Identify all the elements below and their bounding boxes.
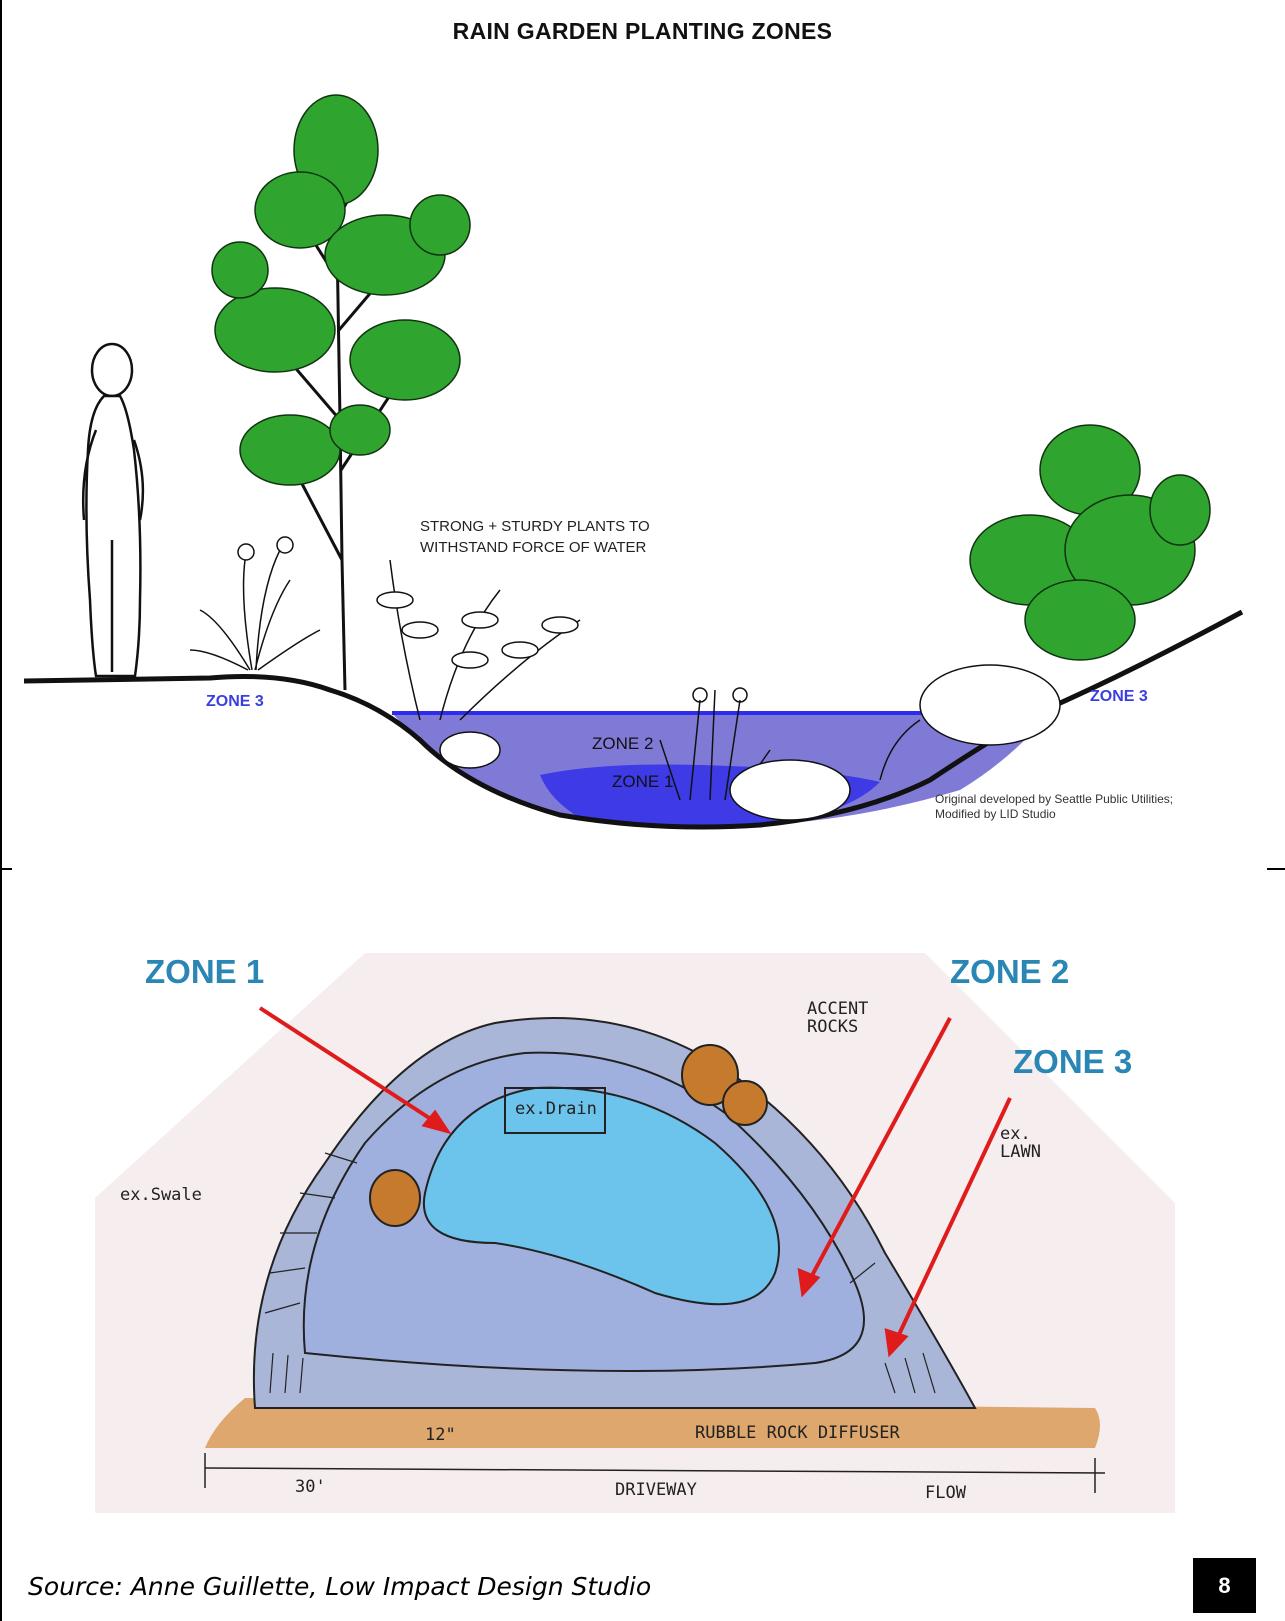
plan-view-sketch: ZONE 1 ZONE 2 ZONE 3 ACCENT ROCKS ex.Dra…: [95, 953, 1175, 1513]
width-label: 30': [295, 1477, 326, 1497]
accent-rocks-label: ACCENT ROCKS: [807, 1000, 868, 1036]
zone3-left-label: ZONE 3: [206, 693, 264, 711]
zone2-label: ZONE 2: [592, 734, 653, 754]
zone3-right-label: ZONE 3: [1090, 688, 1148, 706]
lawn-line-1: ex.: [1000, 1125, 1041, 1143]
credit-line-1: Original developed by Seattle Public Uti…: [935, 792, 1173, 807]
lawn-label: ex. LAWN: [1000, 1125, 1041, 1161]
note-line-1: STRONG + STURDY PLANTS TO: [420, 516, 650, 537]
left-grass-plants: [190, 537, 320, 670]
accent-rocks-line-1: ACCENT: [807, 1000, 868, 1018]
person-figure: [83, 344, 143, 676]
zone1-label: ZONE 1: [612, 772, 673, 792]
right-shrub-foliage: [970, 425, 1210, 660]
plan-zone2-label: ZONE 2: [950, 953, 1069, 991]
swale-label: ex.Swale: [120, 1185, 202, 1205]
page-number: 8: [1193, 1558, 1256, 1613]
depth-label: 12": [425, 1425, 456, 1445]
source-credit: Source: Anne Guillette, Low Impact Desig…: [28, 1572, 651, 1601]
image-credit: Original developed by Seattle Public Uti…: [935, 792, 1173, 822]
lawn-line-2: LAWN: [1000, 1143, 1041, 1161]
credit-line-2: Modified by LID Studio: [935, 807, 1173, 822]
driveway-label: DRIVEWAY: [615, 1480, 697, 1500]
flow-label: FLOW: [925, 1483, 966, 1503]
accent-rocks-line-2: ROCKS: [807, 1018, 868, 1036]
sturdy-plants-note: STRONG + STURDY PLANTS TO WITHSTAND FORC…: [420, 516, 650, 558]
plan-zone1-label: ZONE 1: [145, 953, 264, 991]
tree-foliage: [212, 95, 470, 485]
drain-label: ex.Drain: [515, 1099, 597, 1119]
diffuser-label: RUBBLE ROCK DIFFUSER: [695, 1423, 900, 1443]
plan-zone3-label: ZONE 3: [1013, 1043, 1132, 1081]
plan-view-drawing: [95, 953, 1175, 1513]
note-line-2: WITHSTAND FORCE OF WATER: [420, 537, 650, 558]
cross-section-panel: RAIN GARDEN PLANTING ZONES: [0, 0, 1285, 870]
